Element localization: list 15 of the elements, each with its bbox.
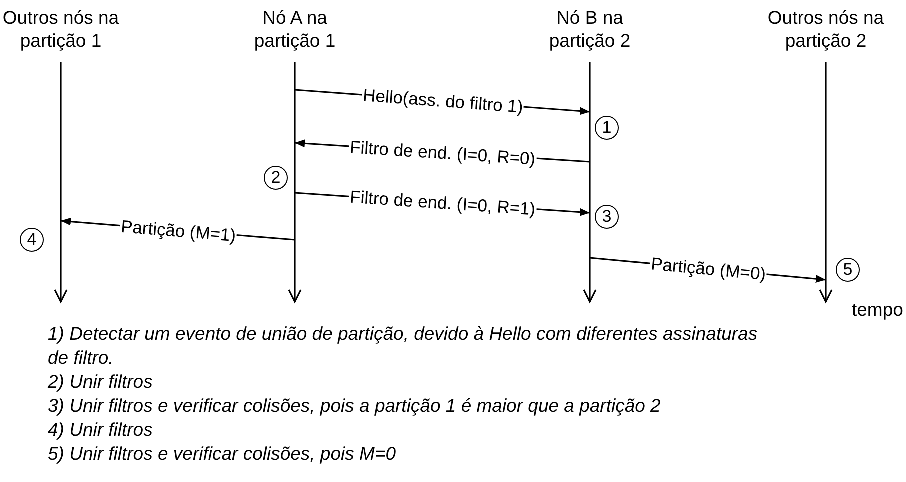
step-number: 1 bbox=[595, 116, 619, 140]
note-text: 1) Detectar um evento de união de partição, devido à Hello com diferentes assinaturas de filtro. bbox=[48, 322, 759, 370]
lifeline-header: Outros nós na partição 2 bbox=[767, 6, 885, 52]
note-text: 2) Unir filtros bbox=[48, 370, 154, 394]
lifeline-header: Nó B na partição 2 bbox=[548, 6, 632, 52]
step-number: 3 bbox=[595, 205, 619, 229]
note-text: 3) Unir filtros e verificar colisões, pois a partição 1 é maior que a partição 2 bbox=[48, 394, 662, 418]
step-number: 5 bbox=[836, 258, 860, 282]
note-text: 5) Unir filtros e verificar colisões, pois M=0 bbox=[48, 442, 398, 466]
step-number: 2 bbox=[264, 166, 288, 190]
lifeline-header: Nó A na partição 1 bbox=[253, 6, 337, 52]
note-text: 4) Unir filtros bbox=[48, 418, 154, 442]
axis-label: tempo bbox=[852, 298, 904, 322]
step-number: 4 bbox=[20, 228, 44, 252]
lifeline-header: Outros nós na partição 1 bbox=[2, 6, 120, 52]
